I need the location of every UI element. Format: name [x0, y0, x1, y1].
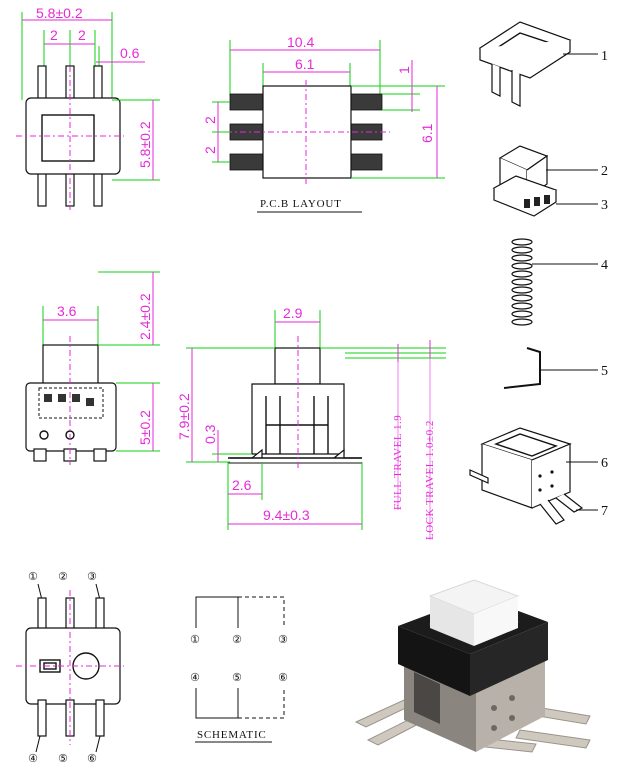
- front-cap-width-label: 2.9: [283, 305, 303, 321]
- part-number: 6: [601, 456, 608, 471]
- pin-label: ⑥: [87, 752, 97, 765]
- pin-label: ⑤: [58, 752, 68, 765]
- top-width-label: 5.8±0.2: [36, 5, 83, 21]
- schematic-node: ⑤: [232, 671, 242, 684]
- schematic-node: ②: [232, 633, 242, 646]
- full-travel-label: FULL TRAVEL 1.9: [392, 415, 404, 510]
- lock-travel-label: LOCK TRAVEL 1.0±0.2: [424, 420, 436, 540]
- schematic-node: ③: [278, 633, 288, 646]
- schematic: ① ② ③ ④ ⑤ ⑥ SCHEMATIC: [190, 596, 288, 743]
- side-view: 3.6 2.4±0.2 5±0.2: [25, 271, 160, 465]
- part-number: 2: [601, 164, 608, 179]
- front-base-height-label: 0.3: [202, 424, 218, 444]
- pcb-pitch-a-label: 2: [202, 116, 218, 124]
- pcb-pad-label: 1: [396, 66, 412, 74]
- top-height-label: 5.8±0.2: [137, 121, 153, 168]
- schematic-node: ①: [190, 633, 200, 646]
- pin-label: ②: [58, 570, 68, 583]
- side-cap-height-label: 2.4±0.2: [137, 293, 153, 340]
- pcb-height-label: 6.1: [419, 123, 435, 143]
- schematic-node: ④: [190, 671, 200, 684]
- part-number: 7: [601, 504, 608, 519]
- front-total-height-label: 7.9±0.2: [176, 393, 192, 440]
- side-cap-width-label: 3.6: [57, 303, 77, 319]
- schematic-title: SCHEMATIC: [197, 729, 267, 741]
- part-number: 3: [601, 198, 608, 213]
- pin-label: ③: [87, 570, 97, 583]
- pin-layout: ① ② ③ ④ ⑤ ⑥: [16, 570, 124, 765]
- part-number: 4: [601, 258, 608, 273]
- schematic-node: ⑥: [278, 671, 288, 684]
- pcb-layout-title: P.C.B LAYOUT: [260, 198, 342, 210]
- pcb-overall-label: 10.4: [287, 34, 314, 50]
- pcb-pitch-b-label: 2: [202, 146, 218, 154]
- front-span-label: 9.4±0.3: [263, 507, 310, 523]
- exploded-parts: 1 2 3 4 5 6 7: [469, 21, 608, 525]
- top-view: 5.8±0.2 2 2 0.6 5.8±0.2: [16, 5, 160, 210]
- pcb-layout: 10.4 6.1 1 6.1 2 2 P.C.B LAYOUT: [202, 34, 445, 213]
- top-pitch-b-label: 2: [78, 27, 86, 43]
- side-body-height-label: 5±0.2: [137, 410, 153, 445]
- pcb-inner-label: 6.1: [295, 56, 315, 72]
- front-view: 2.9 7.9±0.2 0.3 2.6 9.4±0.3 FULL TRAVEL …: [176, 305, 446, 540]
- part-number: 5: [601, 364, 608, 379]
- front-lead-label: 2.6: [232, 477, 252, 493]
- pin-label: ①: [28, 570, 38, 583]
- pin-label: ④: [28, 752, 38, 765]
- top-pitch-a-label: 2: [50, 27, 58, 43]
- product-photo: [354, 579, 591, 753]
- part-number: 1: [601, 49, 608, 64]
- top-pin-width-label: 0.6: [120, 45, 140, 61]
